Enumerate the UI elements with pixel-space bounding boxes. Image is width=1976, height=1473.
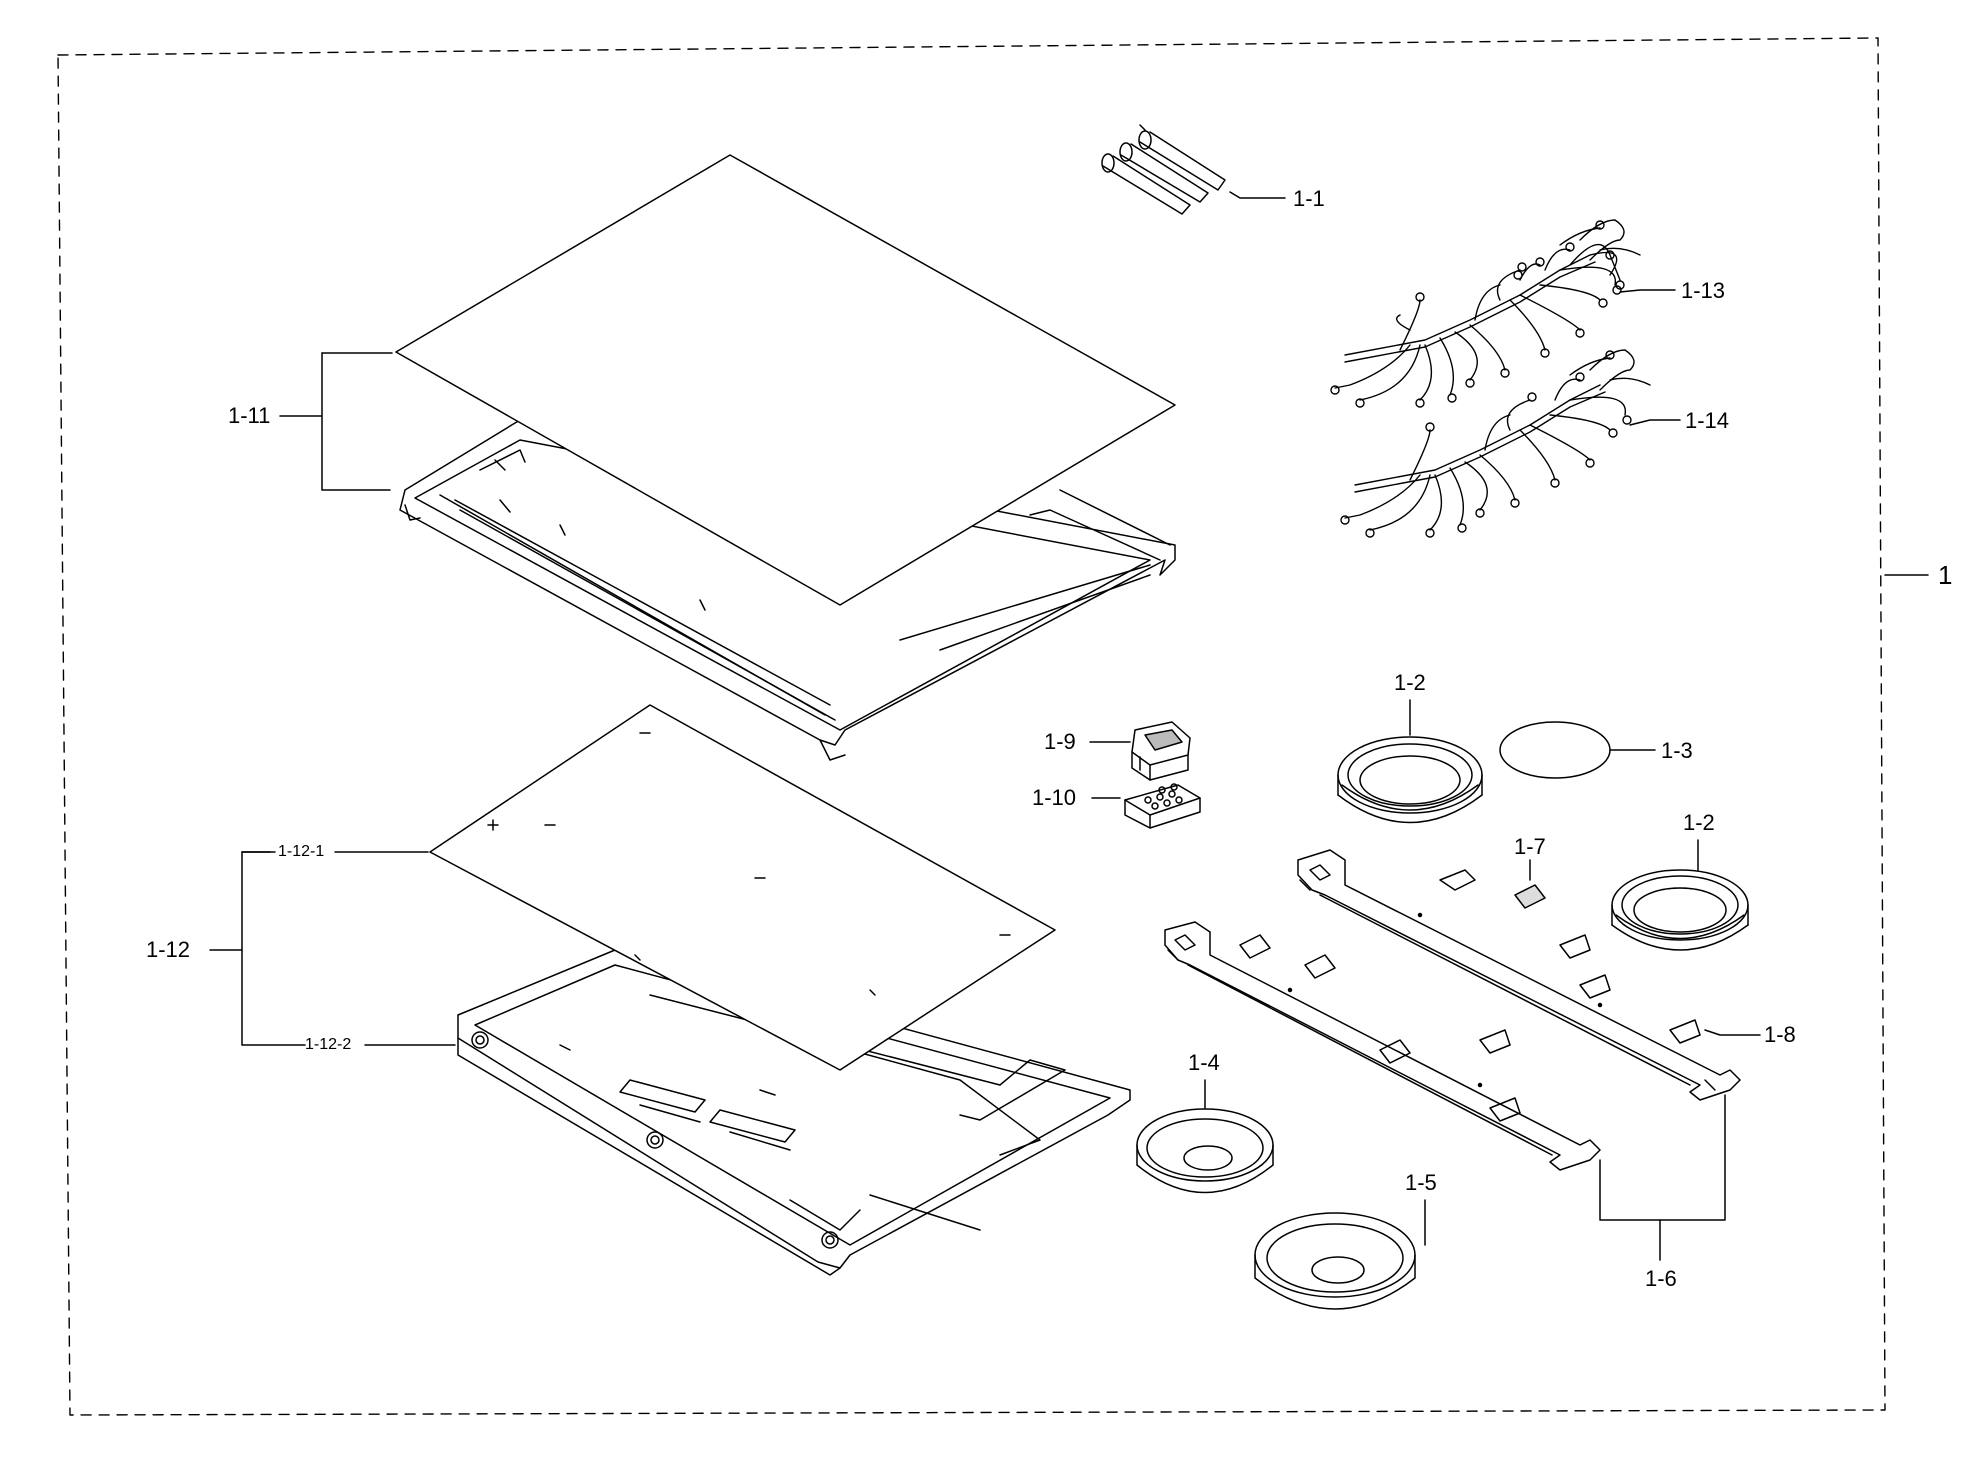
label-1-13: 1-13 <box>1681 278 1726 303</box>
label-1-10: 1-10 <box>1032 785 1077 810</box>
assembly-boundary <box>57 37 1886 1416</box>
leader-1-13 <box>1619 289 1676 293</box>
label-1-2-upper: 1-2 <box>1394 670 1426 695</box>
label-1-12-2: 1-12-2 <box>305 1036 352 1053</box>
label-1-11: 1-11 <box>228 403 271 428</box>
label-1-12: 1-12 <box>146 937 191 962</box>
disc-part <box>1499 721 1611 779</box>
spring-clips-part <box>1101 124 1226 215</box>
label-1-2-right: 1-2 <box>1683 810 1715 835</box>
leader-1-6 <box>1599 1094 1726 1221</box>
top-glass-panel <box>395 154 1176 606</box>
support-rail-upper <box>1297 849 1741 1101</box>
burner-ring-upper <box>1337 736 1483 824</box>
wire-harness-lower <box>1340 349 1651 538</box>
label-1-3: 1-3 <box>1661 738 1693 763</box>
top-frame-part <box>399 419 1176 761</box>
cooktop-glass-panel <box>429 704 1056 1071</box>
leader-1-12 <box>209 851 456 1046</box>
label-1-6: 1-6 <box>1645 1266 1677 1291</box>
label-1-4: 1-4 <box>1188 1050 1220 1075</box>
burner-bowl-right <box>1254 1212 1416 1310</box>
burner-ring-right <box>1611 869 1749 951</box>
bracket-set <box>1239 869 1701 1122</box>
leader-1-11 <box>279 352 393 491</box>
label-1-12-1: 1-12-1 <box>278 843 325 860</box>
component-1-10 <box>1124 783 1201 829</box>
leader-1-14 <box>1629 419 1681 426</box>
label-1-9: 1-9 <box>1044 729 1076 754</box>
burner-bowl-left <box>1136 1108 1274 1194</box>
leader-1-1 <box>1229 191 1286 199</box>
label-1-8: 1-8 <box>1764 1022 1796 1047</box>
label-1-14: 1-14 <box>1685 408 1730 433</box>
label-1-1: 1-1 <box>1293 186 1325 211</box>
component-1-9 <box>1131 721 1191 781</box>
label-1-7: 1-7 <box>1514 834 1546 859</box>
wire-harness-upper <box>1330 219 1641 408</box>
label-1-5: 1-5 <box>1405 1170 1437 1195</box>
label-assembly-1: 1 <box>1938 560 1953 590</box>
leader-1-8 <box>1704 1029 1761 1036</box>
